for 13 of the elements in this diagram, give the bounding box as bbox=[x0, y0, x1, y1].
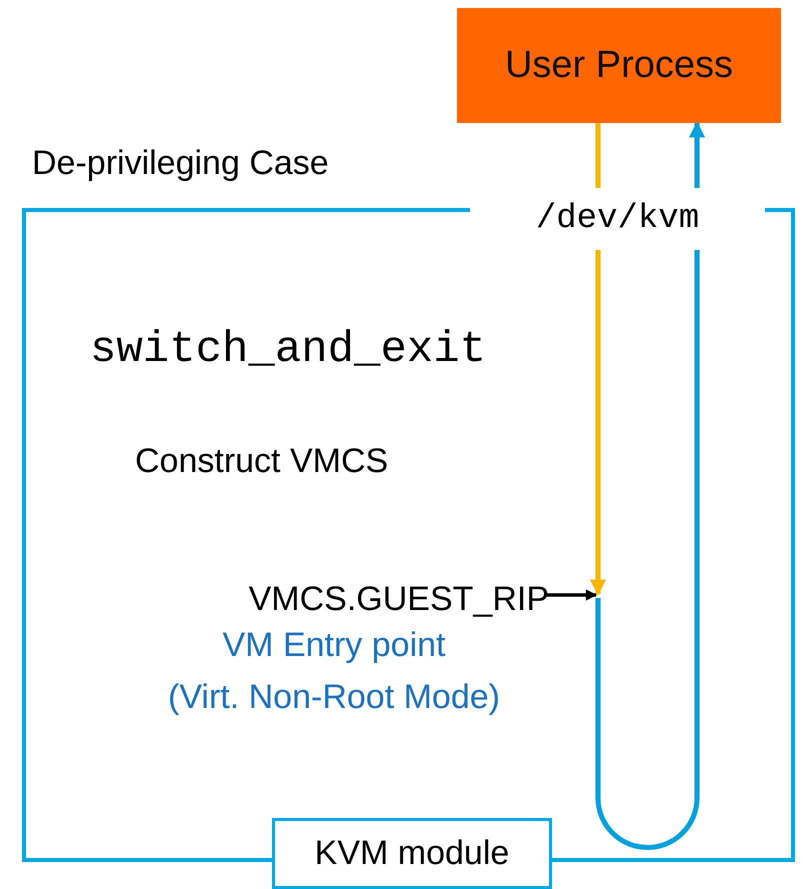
connector-line bbox=[596, 250, 700, 850]
mode-note: (Virt. Non-Root Mode) bbox=[167, 678, 501, 717]
register-name: VMCS.GUEST_RIP bbox=[149, 574, 549, 624]
mode-note: VM Entry point bbox=[222, 626, 446, 665]
arrow bbox=[689, 121, 705, 188]
step-text: Construct VMCS bbox=[135, 442, 388, 481]
arrow bbox=[590, 250, 606, 596]
connector-line bbox=[596, 123, 600, 188]
frame-heading: De-privileging Case bbox=[32, 144, 329, 183]
module-box: KVM module bbox=[272, 818, 552, 889]
function-name: switch_and_exit bbox=[90, 325, 486, 375]
leader-arrow bbox=[545, 589, 598, 601]
process-box: User Process bbox=[457, 8, 781, 123]
